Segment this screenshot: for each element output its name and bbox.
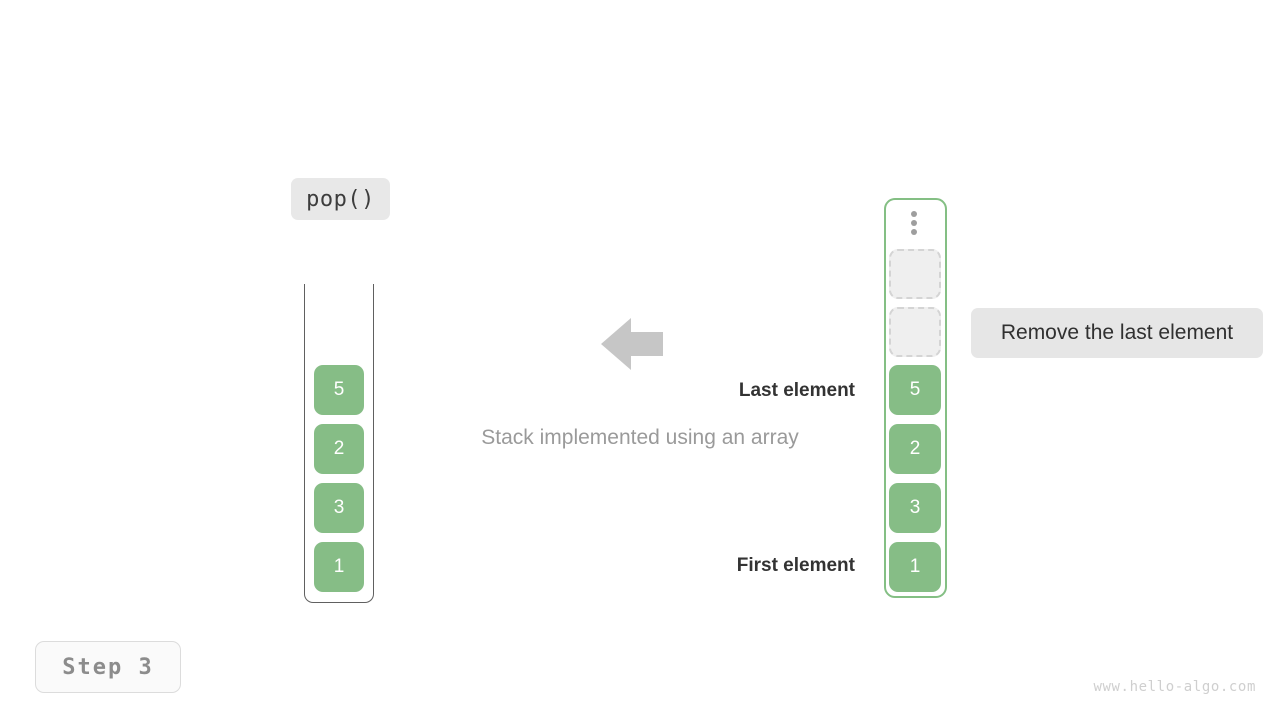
first-element-label: First element bbox=[736, 555, 855, 576]
array-empty-slot bbox=[889, 249, 941, 299]
array-element: 3 bbox=[889, 483, 941, 533]
operation-badge: pop() bbox=[291, 178, 390, 220]
stack-container bbox=[304, 284, 374, 603]
stack-element: 3 bbox=[314, 483, 364, 533]
diagram-caption: Stack implemented using an array bbox=[481, 426, 799, 449]
left-arrow-icon bbox=[601, 318, 663, 370]
step-badge: Step 3 bbox=[35, 641, 181, 693]
array-empty-slot bbox=[889, 307, 941, 357]
stack-element: 1 bbox=[314, 542, 364, 592]
note-badge: Remove the last element bbox=[971, 308, 1263, 358]
ellipsis-icon bbox=[911, 211, 917, 235]
stack-element: 5 bbox=[314, 365, 364, 415]
array-container bbox=[884, 198, 947, 598]
stack-frame bbox=[304, 284, 374, 603]
array-element: 5 bbox=[889, 365, 941, 415]
array-frame bbox=[884, 198, 947, 598]
watermark: www.hello-algo.com bbox=[1093, 679, 1256, 695]
last-element-label: Last element bbox=[738, 380, 855, 401]
array-element: 2 bbox=[889, 424, 941, 474]
array-element: 1 bbox=[889, 542, 941, 592]
stack-element: 2 bbox=[314, 424, 364, 474]
